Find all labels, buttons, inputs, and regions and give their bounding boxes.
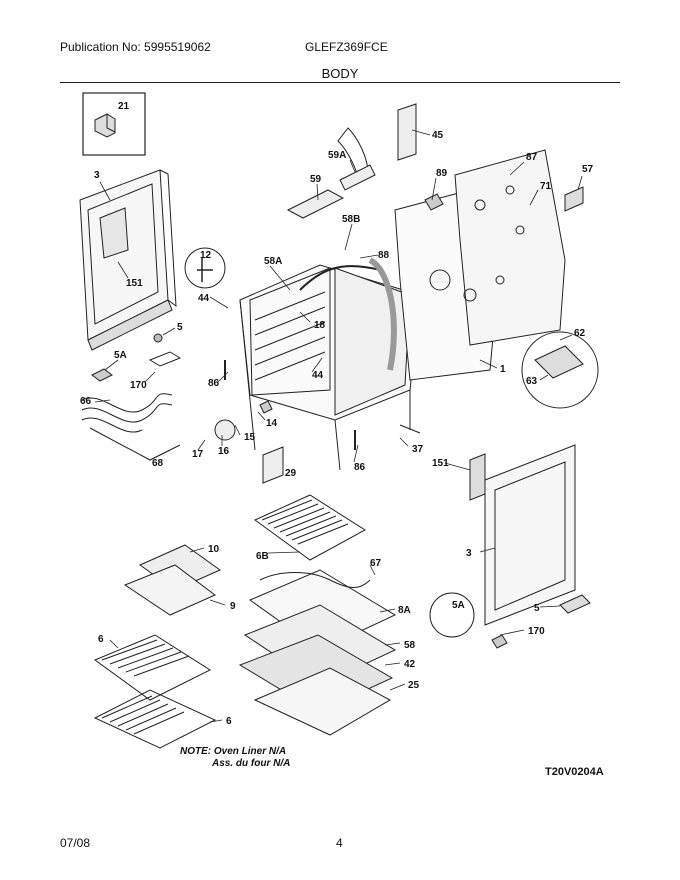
oven-racks: [93, 494, 366, 749]
callout-8A: 8A: [398, 605, 411, 616]
callout-12: 12: [200, 250, 212, 261]
callout-66: 66: [80, 396, 92, 407]
callout-6B: 6B: [256, 551, 269, 562]
rear-panels: [394, 149, 566, 381]
callout-3-upper: 3: [94, 170, 100, 181]
oven-door-right: [469, 444, 576, 626]
callout-151-lower: 151: [432, 458, 449, 469]
callout-3-lower: 3: [466, 548, 472, 559]
callout-numbers: 21 45 59A 89 87 57 3 59 71 58B 88 58A 12…: [80, 101, 594, 727]
part-21-inset: [82, 92, 146, 156]
callout-17: 17: [192, 449, 204, 460]
callout-15: 15: [244, 432, 256, 443]
callout-29: 29: [285, 468, 297, 479]
callout-5-upper: 5: [177, 322, 183, 333]
callout-68: 68: [152, 458, 164, 469]
callout-42: 42: [404, 659, 416, 670]
callout-88: 88: [378, 250, 390, 261]
part-57-62: [521, 186, 599, 409]
footer-date: 07/08: [60, 836, 91, 850]
callout-21: 21: [118, 101, 130, 112]
callout-71: 71: [540, 181, 552, 192]
callout-63: 63: [526, 376, 538, 387]
callout-170-upper: 170: [130, 380, 147, 391]
callout-58A: 58A: [264, 256, 282, 267]
bake-element: [81, 393, 181, 461]
header-divider: [60, 82, 620, 83]
callout-5A-upper: 5A: [114, 350, 127, 361]
model-number: GLEFZ369FCE: [305, 40, 388, 54]
callout-25: 25: [408, 680, 420, 691]
callout-67: 67: [370, 558, 382, 569]
callout-45: 45: [432, 130, 444, 141]
callout-170-lower: 170: [528, 626, 545, 637]
callout-16: 16: [218, 446, 230, 457]
callout-5-lower: 5: [534, 603, 540, 614]
drawing-code: T20V0204A: [545, 766, 604, 778]
oven-bottom-parts: [238, 569, 397, 736]
hardware-pieces: [91, 333, 591, 649]
callout-1: 1: [500, 364, 506, 375]
callout-86-a: 86: [208, 378, 220, 389]
page-number: 4: [336, 836, 343, 850]
callout-6-b: 6: [226, 716, 232, 727]
broil-pan: [123, 544, 222, 616]
callout-6-a: 6: [98, 634, 104, 645]
callout-9: 9: [230, 601, 236, 612]
callout-37: 37: [412, 444, 424, 455]
callout-58B: 58B: [342, 214, 360, 225]
callout-58: 58: [404, 640, 416, 651]
callout-89: 89: [436, 168, 448, 179]
leader-lines: [94, 129, 583, 723]
callout-62: 62: [574, 328, 586, 339]
callout-14: 14: [266, 418, 278, 429]
publication-number: Publication No: 5995519062: [60, 40, 211, 54]
callout-44-a: 44: [198, 293, 210, 304]
section-title: BODY: [321, 66, 359, 81]
note-line-2: Ass. du four N/A: [212, 758, 291, 769]
callout-87: 87: [526, 152, 538, 163]
part-12-inset: [184, 247, 226, 289]
callout-59: 59: [310, 174, 322, 185]
callout-44-b: 44: [312, 370, 324, 381]
callout-57: 57: [582, 164, 594, 175]
callout-10: 10: [208, 544, 220, 555]
callout-18: 18: [314, 320, 326, 331]
note-line-1: NOTE: Oven Liner N/A: [180, 746, 287, 757]
callout-59A: 59A: [328, 150, 346, 161]
oven-door-left: [79, 169, 177, 351]
vent-parts: [286, 103, 417, 219]
oven-cavity: [239, 257, 421, 471]
callout-151-upper: 151: [126, 278, 143, 289]
callout-5A-lower: 5A: [452, 600, 465, 611]
callout-86-b: 86: [354, 462, 366, 473]
